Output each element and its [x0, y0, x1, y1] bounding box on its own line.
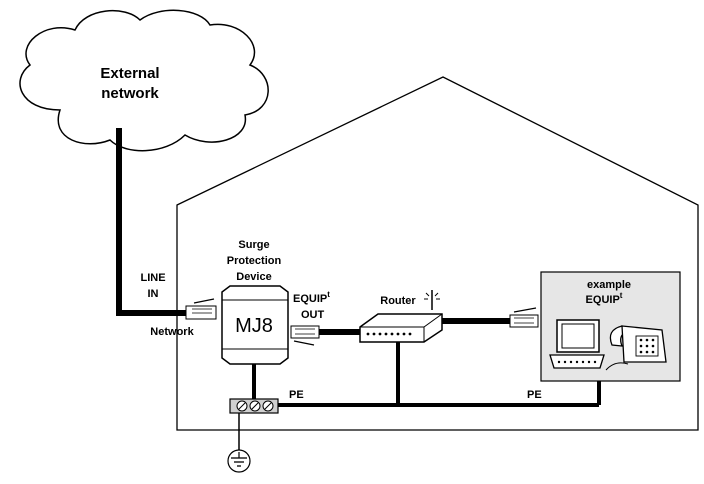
example-label-2: EQUIPt [586, 291, 623, 306]
equip-out-connector [290, 325, 320, 346]
equip-connector [509, 307, 539, 328]
house-outline [176, 76, 699, 431]
spd-model-label: MJ8 [235, 315, 273, 337]
spd-title-2: Protection [227, 255, 282, 267]
pe-label-right: PE [527, 389, 542, 401]
example-label-1: example [587, 279, 631, 291]
router-device: Router [359, 290, 443, 343]
line-in-connector [185, 298, 217, 320]
surge-protection-device: Surge Protection Device MJ8 [221, 239, 289, 365]
line-in-label-2: IN [148, 288, 159, 300]
network-port-label: Network [150, 326, 194, 338]
computer-icon [549, 319, 605, 369]
external-network-cloud: External network [19, 9, 269, 152]
earth-terminal-block [229, 398, 279, 414]
line-in-cable [116, 128, 188, 316]
line-in-label-1: LINE [140, 272, 165, 284]
pe-label-left: PE [289, 389, 304, 401]
equip-out-label-2: OUT [301, 309, 325, 321]
ground-icon [227, 413, 251, 473]
cloud-label-line2: network [101, 85, 159, 102]
cloud-label-line1: External [100, 65, 159, 82]
router-antenna-icon [424, 290, 440, 310]
equip-out-label-1: EQUIPt [293, 290, 330, 305]
telephone-icon [605, 325, 667, 371]
router-label: Router [380, 295, 416, 307]
spd-title-3: Device [236, 271, 271, 283]
spd-title-1: Surge [238, 239, 269, 251]
example-equipment-panel: example EQUIPt [540, 271, 681, 382]
